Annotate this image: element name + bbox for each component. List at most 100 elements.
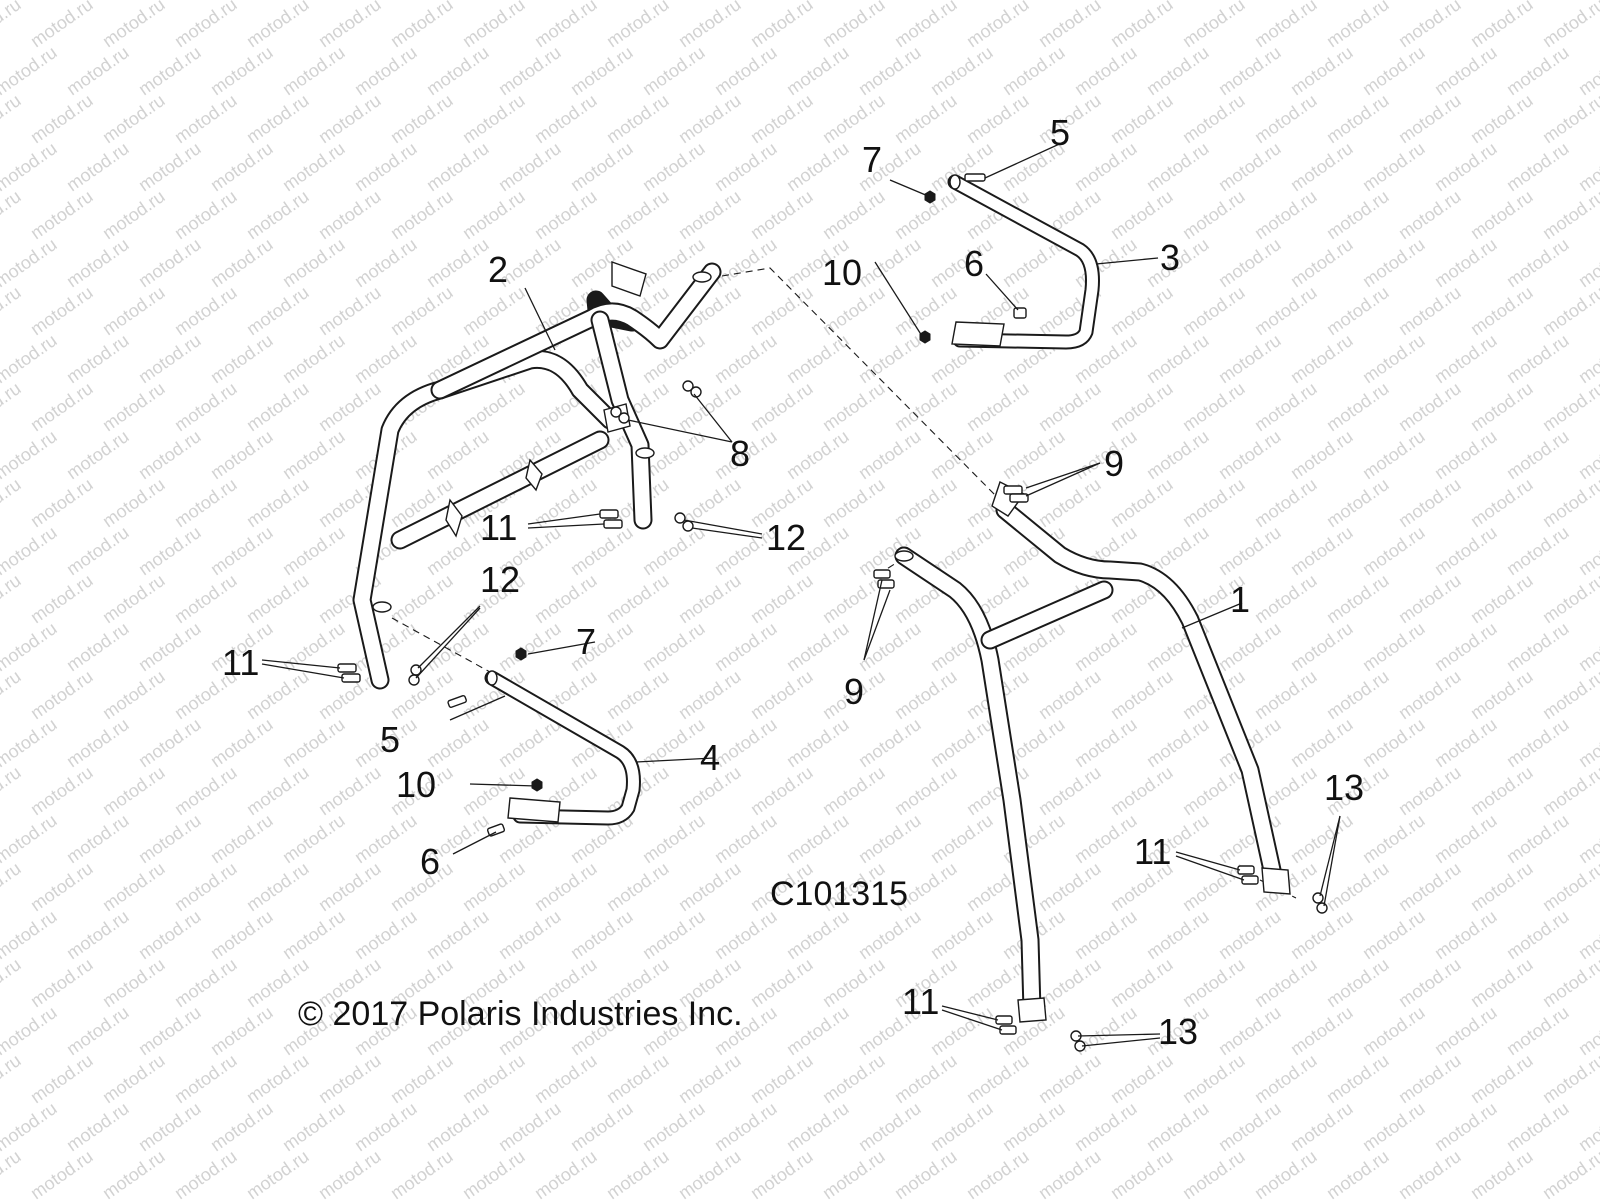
watermark-text: motod.ru xyxy=(0,954,24,1011)
watermark-text: motod.ru xyxy=(171,1050,241,1107)
watermark-text: motod.ru xyxy=(1179,474,1249,531)
watermark-text: motod.ru xyxy=(171,186,241,243)
watermark-text: motod.ru xyxy=(1395,378,1465,435)
watermark-text: motod.ru xyxy=(567,138,637,195)
watermark-text: motod.ru xyxy=(891,282,961,339)
watermark-text: motod.ru xyxy=(1287,234,1357,291)
watermark-text: motod.ru xyxy=(63,330,133,387)
watermark-text: motod.ru xyxy=(423,906,493,963)
watermark-text: motod.ru xyxy=(279,42,349,99)
watermark-text: motod.ru xyxy=(963,90,1033,147)
watermark-text: motod.ru xyxy=(135,618,205,675)
watermark-text: motod.ru xyxy=(747,186,817,243)
watermark-text: motod.ru xyxy=(135,522,205,579)
watermark-text: motod.ru xyxy=(1215,138,1285,195)
watermark-text: motod.ru xyxy=(567,906,637,963)
watermark-text: motod.ru xyxy=(243,282,313,339)
watermark-text: motod.ru xyxy=(1251,1050,1321,1107)
watermark-text: motod.ru xyxy=(531,0,601,51)
watermark-text: motod.ru xyxy=(891,762,961,819)
watermark-text: motod.ru xyxy=(567,522,637,579)
watermark-text: motod.ru xyxy=(891,474,961,531)
watermark-text: motod.ru xyxy=(315,186,385,243)
watermark-text: motod.ru xyxy=(1395,1050,1465,1107)
watermark-text: motod.ru xyxy=(927,906,997,963)
watermark-text: motod.ru xyxy=(1323,1146,1393,1200)
watermark-text: motod.ru xyxy=(1251,954,1321,1011)
watermark-text: motod.ru xyxy=(387,1050,457,1107)
watermark-text: motod.ru xyxy=(171,282,241,339)
callout-12-left: 12 xyxy=(480,559,520,600)
watermark-text: motod.ru xyxy=(1179,762,1249,819)
watermark-text: motod.ru xyxy=(783,1098,853,1155)
watermark-text: motod.ru xyxy=(135,1002,205,1059)
watermark-text: motod.ru xyxy=(387,186,457,243)
watermark-text: motod.ru xyxy=(1503,330,1573,387)
watermark-text: motod.ru xyxy=(1431,906,1501,963)
watermark-text: motod.ru xyxy=(1431,1002,1501,1059)
watermark-text: motod.ru xyxy=(1467,1146,1537,1200)
watermark-text: motod.ru xyxy=(1143,714,1213,771)
watermark-text: motod.ru xyxy=(927,426,997,483)
watermark-text: motod.ru xyxy=(99,858,169,915)
watermark-text: motod.ru xyxy=(135,138,205,195)
watermark-text: motod.ru xyxy=(423,714,493,771)
watermark-text: motod.ru xyxy=(99,186,169,243)
watermark-text: motod.ru xyxy=(135,330,205,387)
watermark-text: motod.ru xyxy=(783,426,853,483)
watermark-text: motod.ru xyxy=(99,762,169,819)
watermark-text: motod.ru xyxy=(1071,714,1141,771)
watermark-text: motod.ru xyxy=(1539,282,1600,339)
watermark-text: motod.ru xyxy=(1539,0,1600,51)
watermark-text: motod.ru xyxy=(711,42,781,99)
watermark-text: motod.ru xyxy=(567,42,637,99)
watermark-text: motod.ru xyxy=(1107,666,1177,723)
watermark-text: motod.ru xyxy=(1539,90,1600,147)
watermark-text: motod.ru xyxy=(27,1050,97,1107)
watermark-text: motod.ru xyxy=(1467,0,1537,51)
watermark-text: motod.ru xyxy=(279,1098,349,1155)
watermark-text: motod.ru xyxy=(0,906,60,963)
watermark-text: motod.ru xyxy=(1431,810,1501,867)
watermark-text: motod.ru xyxy=(927,714,997,771)
watermark-text: motod.ru xyxy=(0,1146,24,1200)
watermark-text: motod.ru xyxy=(1035,666,1105,723)
callout-9-upper: 9 xyxy=(1104,443,1124,484)
watermark-text: motod.ru xyxy=(1323,1050,1393,1107)
watermark-text: motod.ru xyxy=(1143,906,1213,963)
watermark-text: motod.ru xyxy=(711,810,781,867)
watermark-text: motod.ru xyxy=(63,1098,133,1155)
watermark-text: motod.ru xyxy=(1539,666,1600,723)
watermark-text: motod.ru xyxy=(1035,762,1105,819)
watermark-text: motod.ru xyxy=(783,330,853,387)
watermark-text: motod.ru xyxy=(99,1146,169,1200)
callout-11-front-left: 11 xyxy=(222,642,259,683)
watermark-text: motod.ru xyxy=(639,906,709,963)
watermark-text: motod.ru xyxy=(27,762,97,819)
watermark-text: motod.ru xyxy=(747,1146,817,1200)
watermark-text: motod.ru xyxy=(99,282,169,339)
watermark-text: motod.ru xyxy=(1395,666,1465,723)
callout-5-upper: 5 xyxy=(1050,112,1070,153)
watermark-text: motod.ru xyxy=(1359,1098,1429,1155)
watermark-text: motod.ru xyxy=(1143,1098,1213,1155)
watermark-text: motod.ru xyxy=(1251,186,1321,243)
watermark-text: motod.ru xyxy=(1431,42,1501,99)
callouts: 1 2 3 4 5 5 6 6 7 7 8 9 9 10 10 11 11 11… xyxy=(222,112,1364,1052)
watermark-text: motod.ru xyxy=(99,570,169,627)
watermark-text: motod.ru xyxy=(1323,282,1393,339)
watermark-text: motod.ru xyxy=(243,0,313,51)
watermark-text: motod.ru xyxy=(1215,426,1285,483)
watermark-text: motod.ru xyxy=(963,378,1033,435)
watermark-text: motod.ru xyxy=(0,426,60,483)
watermark-text: motod.ru xyxy=(171,90,241,147)
callout-12-right: 12 xyxy=(766,517,806,558)
watermark-text: motod.ru xyxy=(1071,138,1141,195)
watermark-text: motod.ru xyxy=(315,378,385,435)
watermark-text: motod.ru xyxy=(1035,1050,1105,1107)
watermark-text: motod.ru xyxy=(891,378,961,435)
watermark-text: motod.ru xyxy=(1251,570,1321,627)
watermark-text: motod.ru xyxy=(1179,1050,1249,1107)
watermark-text: motod.ru xyxy=(1323,0,1393,51)
